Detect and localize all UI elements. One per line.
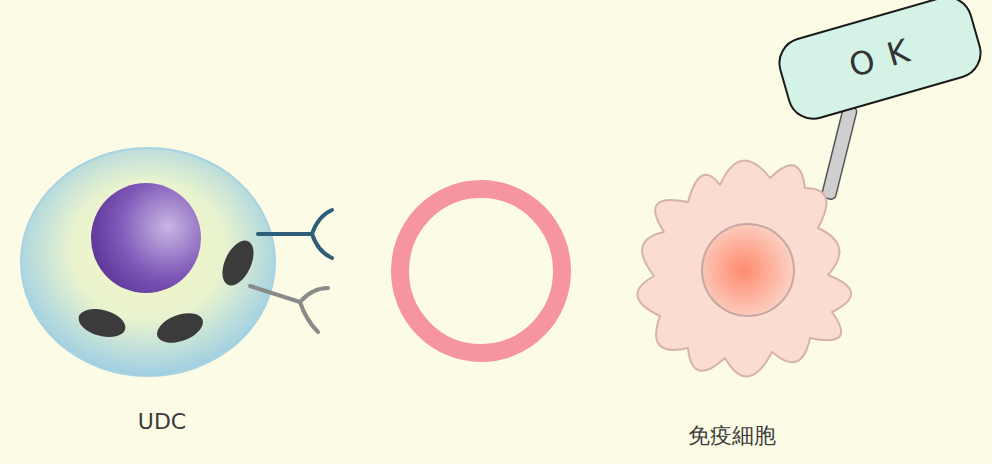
ok-sign: O K bbox=[772, 0, 987, 126]
immune-nucleus bbox=[702, 224, 794, 316]
cell-label: 免疫細胞 bbox=[688, 421, 776, 451]
sign-stick bbox=[821, 105, 858, 201]
organelle bbox=[153, 308, 207, 349]
organelle bbox=[75, 304, 128, 342]
organelle bbox=[216, 236, 260, 290]
sign-text: O K bbox=[845, 31, 915, 85]
receptor bbox=[258, 210, 332, 258]
receptor bbox=[250, 286, 328, 332]
cell-label: UDC bbox=[138, 409, 186, 434]
approval-ring bbox=[400, 189, 562, 353]
udc-cell bbox=[21, 148, 275, 376]
udc-nucleus bbox=[91, 183, 201, 293]
immune-cell bbox=[637, 161, 851, 377]
